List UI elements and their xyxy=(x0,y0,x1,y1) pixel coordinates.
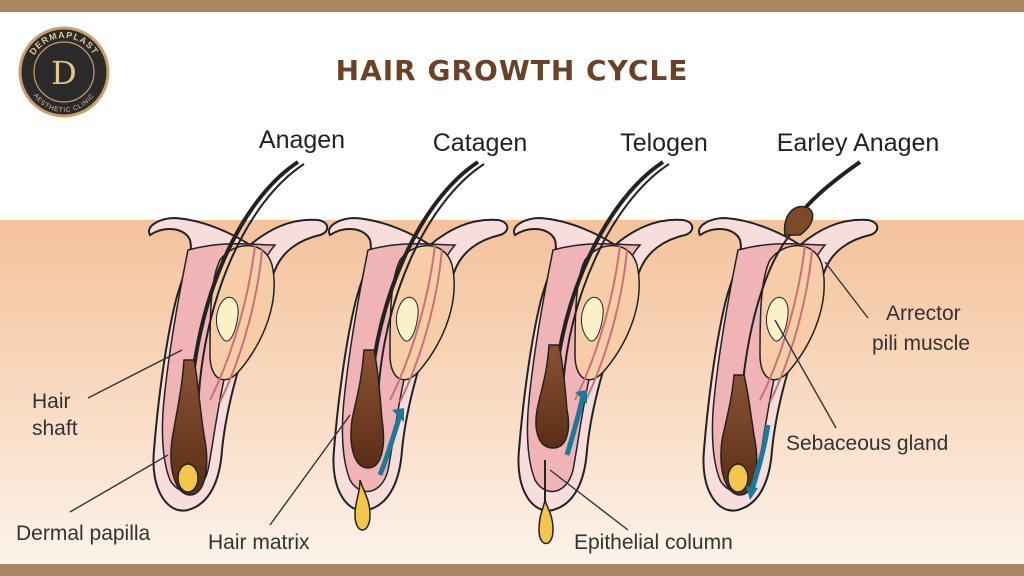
label-hair-shaft-2: shaft xyxy=(32,417,78,440)
label-hair-matrix: Hair matrix xyxy=(208,531,310,554)
label-epithelial-column: Epithelial column xyxy=(574,531,733,554)
top-border xyxy=(0,0,1024,12)
follicle-anagen xyxy=(148,160,329,512)
label-arrector-2: pili muscle xyxy=(872,332,970,355)
stage-label-anagen: Anagen xyxy=(259,126,345,154)
stage-label-telogen: Telogen xyxy=(620,129,708,157)
bottom-border xyxy=(0,564,1024,576)
leader-lines xyxy=(69,261,869,531)
page-title: HAIR GROWTH CYCLE xyxy=(336,54,689,87)
clinic-logo: D DERMAPLAST AESTHETIC CLINIC xyxy=(18,26,110,118)
label-sebaceous-gland: Sebaceous gland xyxy=(786,432,948,455)
label-dermal-papilla: Dermal papilla xyxy=(16,522,151,545)
follicle-catagen xyxy=(328,160,509,531)
stage-label-early-anagen: Earley Anagen xyxy=(777,129,940,157)
stage-label-catagen: Catagen xyxy=(433,129,528,157)
skin-layer xyxy=(0,220,1024,564)
label-arrector-1: Arrector xyxy=(886,302,961,325)
follicle-telogen xyxy=(513,160,694,545)
logo-monogram: D xyxy=(51,54,77,92)
label-hair-shaft-1: Hair xyxy=(32,390,71,413)
follicle-early-anagen xyxy=(698,160,879,512)
